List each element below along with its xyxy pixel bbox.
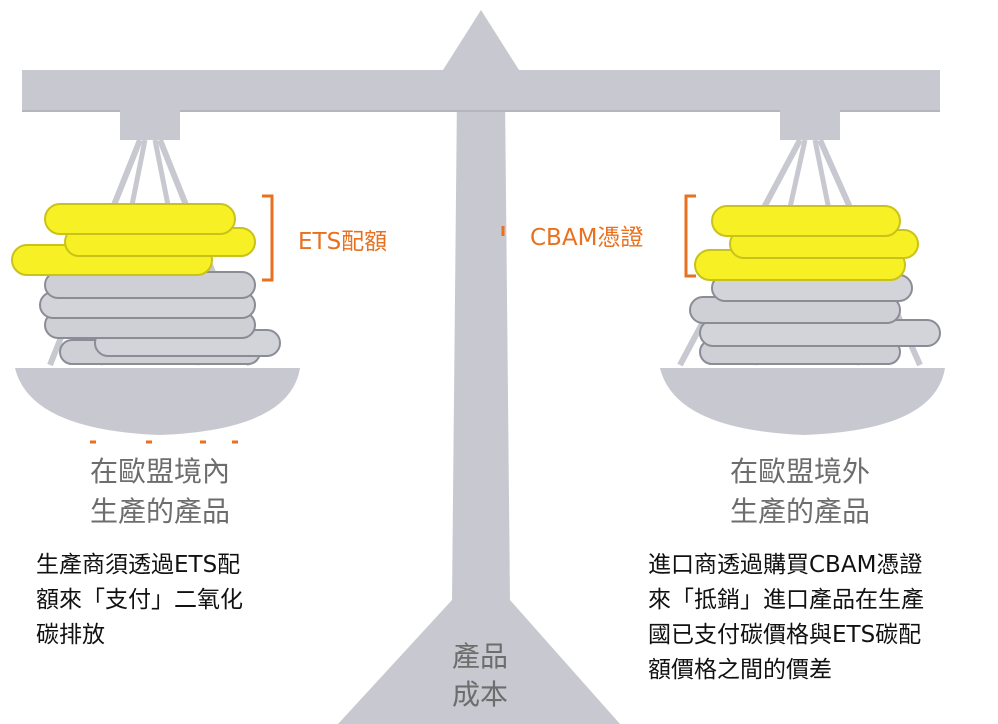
ets-allowance-label: ETS配額	[298, 229, 388, 255]
right-desc-line4: 額價格之間的價差	[648, 657, 832, 683]
left-pan	[15, 368, 300, 435]
left-desc-line2: 額來「支付」二氧化	[36, 587, 243, 613]
right-title-line1: 在歐盟境外	[729, 455, 870, 488]
left-bracket	[262, 194, 274, 282]
right-pan	[660, 368, 945, 435]
coin-yellow	[711, 205, 901, 237]
product-cost-line1: 產品	[451, 640, 508, 673]
left-desc-line1: 生產商須透過ETS配	[36, 552, 241, 578]
beam-shadow	[22, 110, 940, 112]
left-title-line2: 生產的產品	[89, 495, 230, 528]
right-coin-stack	[689, 205, 941, 365]
left-desc-line3: 碳排放	[36, 622, 105, 648]
left-title-line1: 在歐盟境內	[89, 455, 230, 488]
right-hanger	[780, 110, 840, 140]
scale-base	[338, 600, 620, 724]
cbam-certificate-label: CBAM憑證	[530, 225, 644, 251]
product-cost-label: 產品 成本	[430, 638, 530, 714]
product-cost-line2: 成本	[451, 678, 508, 711]
left-hanger	[120, 110, 180, 140]
left-coin-stack	[11, 203, 281, 365]
coin-yellow	[44, 203, 236, 235]
right-title-line2: 生產的產品	[729, 495, 870, 528]
right-desc-line3: 國已支付碳價格與ETS碳配	[648, 622, 922, 648]
scale-beam	[22, 70, 940, 110]
scale-pillar	[452, 95, 510, 600]
left-description: 生產商須透過ETS配 額來「支付」二氧化 碳排放	[36, 548, 243, 653]
left-pan-title: 在歐盟境內 生產的產品	[60, 452, 260, 532]
scale-peak	[443, 10, 519, 70]
right-pan-title: 在歐盟境外 生產的產品	[700, 452, 900, 532]
right-bracket	[684, 194, 696, 278]
right-description: 進口商透過購買CBAM憑證 來「抵銷」進口產品在生產 國已支付碳價格與ETS碳配…	[648, 548, 924, 688]
right-desc-line2: 來「抵銷」進口產品在生產	[648, 587, 924, 613]
right-desc-line1: 進口商透過購買CBAM憑證	[648, 552, 923, 578]
